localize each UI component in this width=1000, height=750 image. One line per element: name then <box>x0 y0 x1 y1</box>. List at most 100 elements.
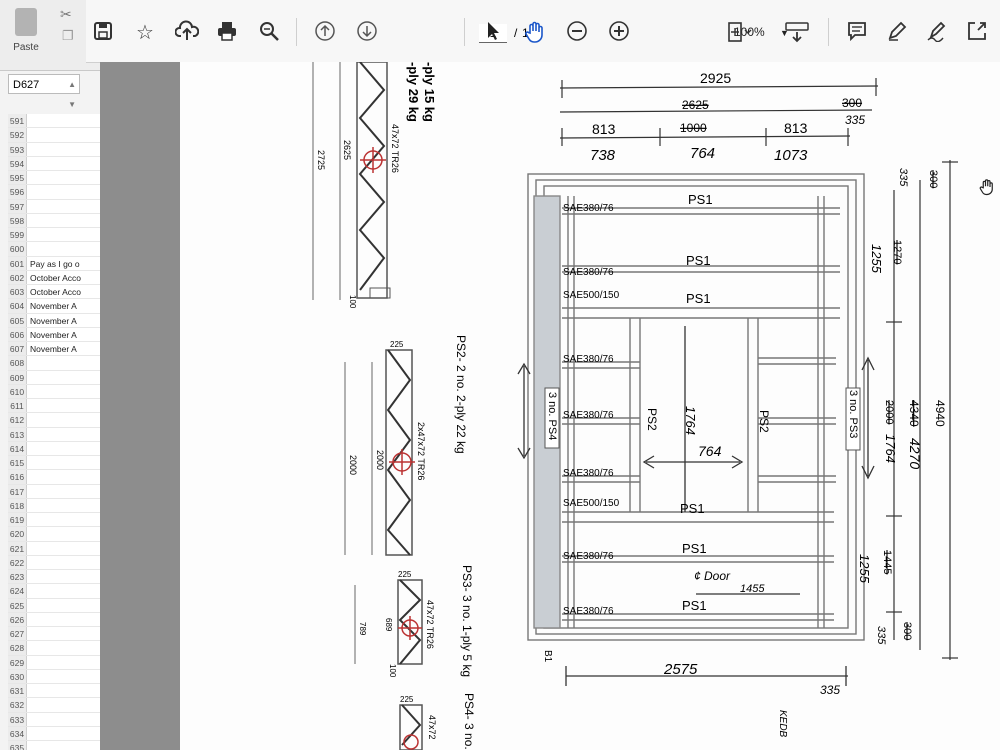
row-number[interactable]: 614 <box>8 441 27 455</box>
sheet-cell[interactable] <box>27 698 30 711</box>
sheet-cell[interactable] <box>27 556 30 569</box>
comment-icon[interactable] <box>844 20 870 46</box>
copy-icon[interactable]: ❐ <box>62 28 74 43</box>
sheet-cell[interactable] <box>27 656 30 669</box>
row-number[interactable]: 610 <box>8 384 27 398</box>
sheet-row[interactable]: 594 <box>8 156 100 171</box>
sheet-row[interactable]: 596 <box>8 185 100 200</box>
row-number[interactable]: 600 <box>8 242 27 256</box>
row-number[interactable]: 615 <box>8 456 27 470</box>
row-number[interactable]: 629 <box>8 655 27 669</box>
zoom-out-icon[interactable] <box>564 20 590 46</box>
sheet-cell[interactable] <box>27 684 30 697</box>
sheet-cell[interactable] <box>27 485 30 498</box>
sheet-cell[interactable] <box>27 157 30 170</box>
print-icon[interactable] <box>214 20 240 46</box>
sheet-row[interactable]: 615 <box>8 456 100 471</box>
sheet-row[interactable]: 617 <box>8 484 100 499</box>
sheet-cell[interactable] <box>27 670 30 683</box>
sheet-cell[interactable]: Pay as I go o <box>30 258 80 269</box>
row-number[interactable]: 631 <box>8 684 27 698</box>
sheet-row[interactable]: 613 <box>8 427 100 442</box>
sheet-cell[interactable] <box>27 399 30 412</box>
row-number[interactable]: 632 <box>8 698 27 712</box>
sheet-row[interactable]: 608 <box>8 356 100 371</box>
sheet-cell[interactable]: November A <box>30 301 77 312</box>
sheet-row[interactable]: 618 <box>8 498 100 513</box>
row-number[interactable]: 623 <box>8 570 27 584</box>
sheet-cell[interactable] <box>27 513 30 526</box>
row-number[interactable]: 595 <box>8 171 27 185</box>
spinner-icon[interactable]: ▲▼ <box>68 80 76 109</box>
row-number[interactable]: 601 <box>8 256 27 270</box>
select-arrow-icon[interactable] <box>480 20 506 46</box>
sheet-cell[interactable]: October Acco <box>30 272 82 283</box>
sheet-cell[interactable] <box>27 428 30 441</box>
sheet-row[interactable]: 599 <box>8 228 100 243</box>
sheet-cell[interactable] <box>27 143 30 156</box>
sheet-cell[interactable] <box>27 599 30 612</box>
sheet-cell[interactable] <box>27 413 30 426</box>
sheet-row[interactable]: 616 <box>8 470 100 485</box>
sheet-row[interactable]: 612 <box>8 413 100 428</box>
row-number[interactable]: 608 <box>8 356 27 370</box>
sheet-row[interactable]: 610 <box>8 384 100 399</box>
zoom-search-icon[interactable] <box>256 20 282 46</box>
row-number[interactable]: 617 <box>8 484 27 498</box>
sheet-row[interactable]: 635 <box>8 741 100 750</box>
row-number[interactable]: 602 <box>8 270 27 284</box>
row-number[interactable]: 603 <box>8 285 27 299</box>
sheet-cell[interactable] <box>27 627 30 640</box>
sheet-cell[interactable] <box>27 371 30 384</box>
sheet-row[interactable]: 614 <box>8 441 100 456</box>
sheet-cell[interactable] <box>27 456 30 469</box>
row-number[interactable]: 613 <box>8 427 27 441</box>
sheet-cell[interactable] <box>27 171 30 184</box>
row-number[interactable]: 621 <box>8 541 27 555</box>
sheet-row[interactable]: 619 <box>8 513 100 528</box>
sheet-row[interactable]: 624 <box>8 584 100 599</box>
sheet-cell[interactable] <box>27 542 30 555</box>
sheet-cell[interactable] <box>27 214 30 227</box>
pdf-page[interactable]: -ply 15 kg -ply 29 kg PS2- 2 no. 2-ply 2… <box>180 62 1000 750</box>
row-number[interactable]: 599 <box>8 228 27 242</box>
sheet-cell[interactable] <box>27 128 30 141</box>
row-number[interactable]: 616 <box>8 470 27 484</box>
row-number[interactable]: 627 <box>8 627 27 641</box>
sheet-cell[interactable] <box>27 641 30 654</box>
row-number[interactable]: 607 <box>8 342 27 356</box>
sheet-row[interactable]: 622 <box>8 555 100 570</box>
sheet-cell[interactable] <box>27 442 30 455</box>
sheet-cell[interactable] <box>27 356 30 369</box>
sheet-cell[interactable] <box>27 185 30 198</box>
sheet-row[interactable]: 629 <box>8 655 100 670</box>
save-icon[interactable] <box>90 20 116 46</box>
zoom-in-icon[interactable] <box>606 20 632 46</box>
sheet-cell[interactable] <box>27 713 30 726</box>
row-number[interactable]: 598 <box>8 213 27 227</box>
sheet-row[interactable]: 625 <box>8 598 100 613</box>
row-number[interactable]: 609 <box>8 370 27 384</box>
row-number[interactable]: 628 <box>8 641 27 655</box>
sheet-row[interactable]: 633 <box>8 712 100 727</box>
sheet-cell[interactable] <box>27 527 30 540</box>
page-up-icon[interactable] <box>312 20 338 46</box>
row-number[interactable]: 597 <box>8 199 27 213</box>
sheet-row[interactable]: 632 <box>8 698 100 713</box>
sheet-row[interactable]: 597 <box>8 199 100 214</box>
sheet-cell[interactable]: November A <box>30 344 77 354</box>
scroll-mode-icon[interactable] <box>784 20 810 46</box>
row-number[interactable]: 622 <box>8 555 27 569</box>
row-number[interactable]: 626 <box>8 612 27 626</box>
row-number[interactable]: 635 <box>8 741 27 750</box>
sheet-cell[interactable] <box>27 570 30 583</box>
row-number[interactable]: 596 <box>8 185 27 199</box>
sheet-cell[interactable] <box>27 200 30 213</box>
sheet-cell[interactable]: November A <box>30 329 77 340</box>
row-number[interactable]: 630 <box>8 669 27 683</box>
sheet-cell[interactable]: October Acco <box>30 287 82 297</box>
